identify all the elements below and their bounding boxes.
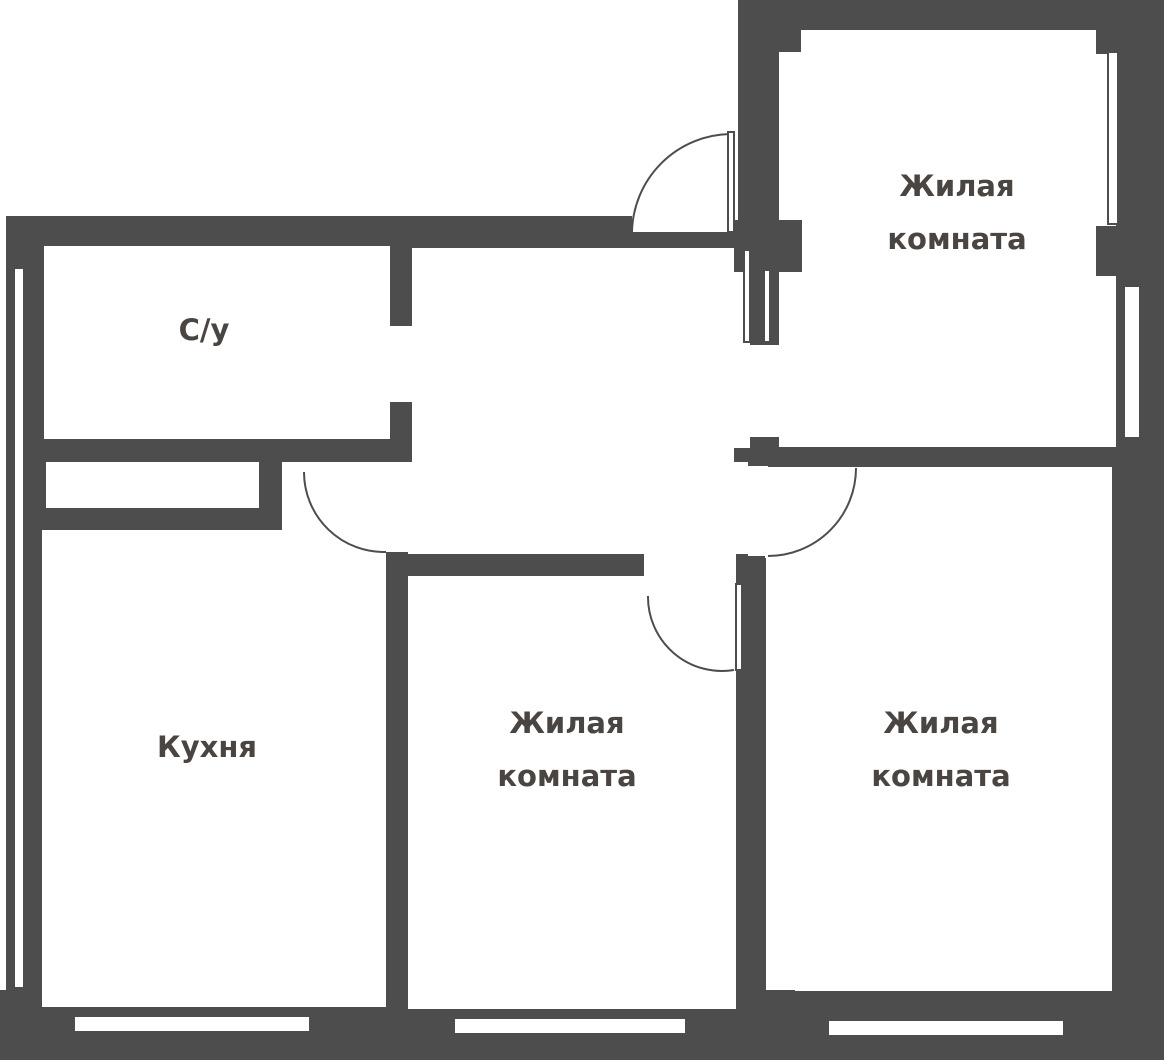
window-bathroom-left (13, 267, 25, 989)
living-center-label-line2: комната (497, 759, 636, 793)
living-top-right-space (779, 30, 1116, 447)
column-bottom-mid (765, 990, 795, 1016)
bathroom-label: С/у (179, 313, 230, 347)
window-top-right (1123, 285, 1141, 439)
living-right-label-line1: Жилая (883, 706, 998, 740)
door-top-arc (631, 133, 731, 233)
column-top-corner (1096, 30, 1118, 54)
windows (13, 51, 1141, 1037)
door-top-leaf (727, 131, 735, 233)
kitchen-label: Кухня (157, 730, 257, 764)
entry-vestibule (644, 554, 736, 672)
door-kitchen-arc (303, 471, 387, 554)
kitchen-space (42, 530, 387, 1007)
right-room-doorway (748, 466, 768, 556)
door-top-room-leaf-2 (763, 269, 771, 343)
doors (303, 131, 857, 672)
door-right-room-arc (767, 467, 857, 557)
interior-spaces (42, 30, 1116, 1009)
living-center-label-line1: Жилая (509, 706, 624, 740)
storage-niche (46, 462, 259, 508)
top-corridor-opening (632, 135, 732, 232)
corridor-lower (282, 462, 748, 554)
corridor-to-top-room (750, 345, 790, 437)
living-top-right-label-line2: комната (887, 222, 1026, 256)
column-bottom-right (1088, 992, 1112, 1016)
door-entry-arc (646, 595, 735, 672)
window-living-right (827, 1019, 1065, 1037)
bathroom-space (44, 246, 390, 439)
living-right-label-line2: комната (871, 759, 1010, 793)
living-top-right-label-line1: Жилая (899, 169, 1014, 203)
column-top-right (1096, 226, 1118, 276)
room-labels: С/у Кухня Жилая комната Жилая комната Жи… (157, 169, 1027, 793)
door-top-room-leaf (743, 249, 751, 343)
living-right-space (765, 467, 1112, 991)
corridor-upper (412, 248, 734, 462)
wall-stub-center (386, 552, 408, 1010)
door-entry-leaf (735, 583, 743, 671)
bathroom-doorway (386, 326, 416, 402)
window-top-right-upper (1107, 51, 1119, 225)
column-top-inner (779, 30, 801, 52)
window-living-center (453, 1017, 687, 1035)
window-kitchen (73, 1015, 311, 1033)
